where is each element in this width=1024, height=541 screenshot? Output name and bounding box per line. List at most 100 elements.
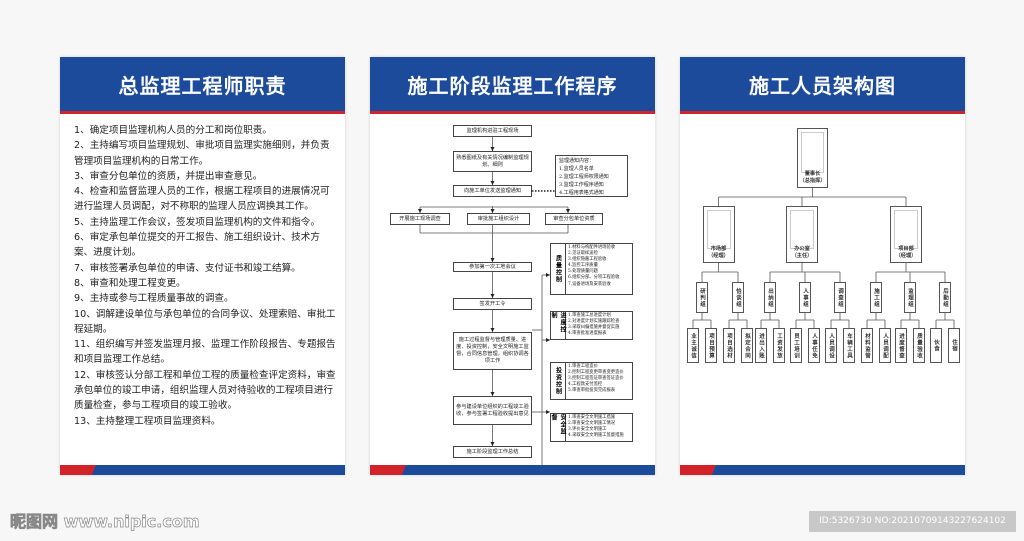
flow-step-s5: 签发开工令 <box>453 298 532 310</box>
notice-title: 监理通知内容： <box>559 158 595 164</box>
control-tag: 安全监督 <box>550 414 566 441</box>
panel-chief-engineer-duties: 总监理工程师职责 1、确定项目监理机构人员的分工和岗位职责。2、主持编写项目监理… <box>60 57 345 475</box>
arrow-head-icon <box>490 258 495 262</box>
org-node-group: 研判组 <box>696 282 708 313</box>
org-node-task: 项目选材 <box>723 328 735 363</box>
org-node-group: 监理组 <box>904 282 916 313</box>
panel-org-chart: 施工人员架构图 董事长（总指挥）市场部（经理）研判组业主诚信项目预算恰谈组项目选… <box>680 57 965 475</box>
org-node-group: 恰谈组 <box>732 282 744 313</box>
control-item: 6.组织分部、分项工程验收 <box>568 275 620 281</box>
arrow-head-icon <box>546 410 550 414</box>
duty-item: 8、审查和处理工程变更。 <box>74 277 186 289</box>
duty-item: 1、确定项目监理机构人员的分工和岗位职责。 <box>74 125 272 136</box>
photo-placeholder <box>790 210 814 250</box>
flow-step-s7: 参与建设单位组织的工程竣工验收，参与签署工程验收提出意见 <box>453 396 532 425</box>
control-item: 3.组织隐蔽工程验收 <box>568 257 607 263</box>
duty-item: 12、审核签认分部工程和单位工程的质量检查评定资料，审查承包单位的竣工申请，组织… <box>74 369 336 412</box>
org-node-task: 人员调配 <box>879 328 891 363</box>
org-node-label: 市场部（经理） <box>704 246 734 260</box>
duty-item: 3、审查分包单位的资质，并提出审查意见。 <box>74 170 263 182</box>
department-role: （经理） <box>895 253 917 259</box>
flow-step-s1: 监理机构进驻工程现场 <box>453 125 532 137</box>
control-item: 7.设备进场及安装验收 <box>568 281 611 287</box>
footer-stripe <box>370 465 655 475</box>
footer-stripe <box>60 465 345 475</box>
org-node-label: 项目部（经理） <box>891 246 921 260</box>
flow-step-s2: 熟悉图纸及有关情况编制监理规划、细则 <box>453 151 532 172</box>
notice-item: 4.工程用表格式通知 <box>559 190 604 196</box>
watermark-logo: 昵图网 www.nipic.com <box>10 512 200 532</box>
notice-item: 3.监理工作程序通知 <box>559 182 604 188</box>
notice-contents-box: 监理通知内容： 1.监理人员名单 2.监理工程师权限通知 3.监理工作程序通知 4.工程… <box>555 155 628 197</box>
org-node-task: 车辆工具 <box>843 328 855 363</box>
duties-list: 1、确定项目监理机构人员的分工和岗位职责。2、主持编写项目监理规划、审批项目监理… <box>74 123 336 429</box>
org-node-task: 项目预算 <box>705 328 717 363</box>
org-node-task: 住宿 <box>948 328 960 363</box>
department-name: 市场部 <box>710 246 727 252</box>
org-node-group: 施工组 <box>870 282 882 313</box>
org-node-task: 质量验收 <box>913 328 925 363</box>
control-item: 4.监控工序质量 <box>568 263 598 269</box>
notice-item: 2.监理工程师权限通知 <box>559 174 609 180</box>
arrow-head-icon <box>490 181 495 185</box>
connector-lines <box>418 137 570 471</box>
org-node-task: 进出入账 <box>755 328 767 363</box>
org-node-label: 董事长（总指挥） <box>798 171 827 185</box>
panel-supervision-procedure: 施工阶段监理工作程序 监理机构进驻工程现场熟悉图纸及有关情况编制监理规划、细则向… <box>370 57 655 475</box>
flow-step-b1: 开展施工现场调查 <box>390 213 450 225</box>
control-tag: 质量控制 <box>551 244 566 294</box>
arrow-head-icon <box>490 442 495 446</box>
panel-title: 施工阶段监理工作程序 <box>370 57 655 114</box>
org-node-group: 后勤组 <box>939 282 951 313</box>
org-node-task: 伙食 <box>930 328 942 363</box>
duty-item: 10、调解建设单位与承包单位的合同争议、处理索赔、审批工程延期。 <box>74 308 336 335</box>
control-item: 3.评价安全文明施工 <box>568 427 607 433</box>
arrow-head-icon <box>490 392 495 396</box>
panel-title: 施工人员架构图 <box>680 57 965 114</box>
department-role: （经理） <box>708 253 729 259</box>
control-item: 1.审查施工总进度计划 <box>568 313 611 318</box>
duty-item: 6、审定承包单位提交的开工报告、施工组织设计、技术方案、进度计划。 <box>74 232 320 259</box>
org-node-task: 拟定合同 <box>741 328 753 363</box>
control-tag: 进度控制 <box>550 312 566 339</box>
control-item: 5.处理质量问题 <box>568 269 598 275</box>
arrow-head-icon <box>490 294 495 298</box>
panel-title: 总监理工程师职责 <box>60 57 345 114</box>
duty-item: 5、主持监理工作会议，签发项目监理机构的文件和指令。 <box>74 216 320 228</box>
notice-item: 1.监理人员名单 <box>559 166 594 172</box>
org-node-department: 办公室（主任） <box>786 206 818 263</box>
org-node-group: 人事组 <box>799 282 811 313</box>
image-id-label: ID:5326730 NO:20210709143227624102 <box>809 511 1016 532</box>
flow-step-s4: 参加第一次工地会议 <box>453 262 532 272</box>
org-node-group: 调查组 <box>834 282 846 313</box>
flow-step-b3: 审查分包单位资质 <box>545 213 603 225</box>
flowchart: 监理机构进驻工程现场熟悉图纸及有关情况编制监理规划、细则向施工单位发送监理通知开… <box>370 57 655 475</box>
control-item: 3.采取纠偏措施并督促实施 <box>568 325 620 331</box>
flow-step-s6: 施工过程监督与管理质量、进度、投资控制，安全文明施工监督，合同信息管理，组织协调… <box>453 332 532 370</box>
org-node-label: 办公室（主任） <box>787 246 817 260</box>
arrow-head-icon <box>546 273 550 277</box>
org-node-task: 员工培训 <box>790 328 802 363</box>
arrow-head-icon <box>566 209 570 213</box>
org-node-task: 人员调设 <box>825 328 837 363</box>
department-name: 办公室 <box>794 246 810 252</box>
org-node-task: 业主诚信 <box>687 328 699 363</box>
control-item: 2.见证取样送检 <box>568 251 598 257</box>
control-item: 3.控制工程签证审查签证造价 <box>568 376 624 382</box>
control-tag: 投资控制 <box>551 363 566 399</box>
duty-item: 9、主持或参与工程质量事故的调查。 <box>74 293 234 305</box>
flow-step-b2: 审批施工组织设计 <box>467 213 530 225</box>
control-item: 4.工程款支付监控 <box>568 382 603 388</box>
control-item: 2.控制工程变更审查变更造价 <box>568 370 624 376</box>
org-node-department: 项目部（经理） <box>890 206 922 263</box>
photo-placeholder <box>801 132 824 174</box>
org-node-task: 材料监管 <box>861 328 873 363</box>
arrow-head-icon <box>418 209 422 213</box>
